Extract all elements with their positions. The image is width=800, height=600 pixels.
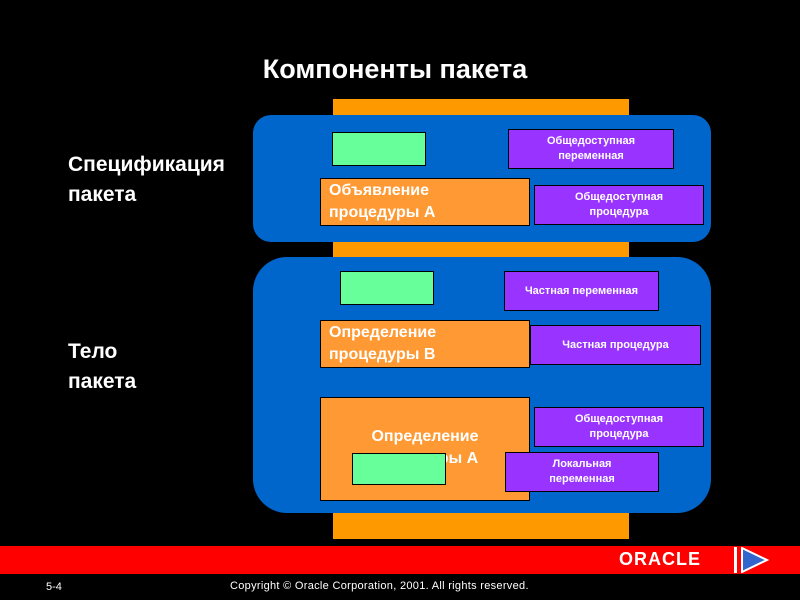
body-public-procedure: Общедоступная процедура — [534, 407, 704, 447]
copyright: Copyright © Oracle Corporation, 2001. Al… — [230, 580, 529, 592]
body-green-block — [340, 271, 434, 305]
slide-number: 5-4 — [46, 581, 62, 593]
body-private-procedure: Частная процедура — [530, 325, 701, 365]
body-inner-green-block — [352, 453, 446, 485]
oracle-logo: ORACLE — [619, 549, 701, 569]
top-bar — [333, 99, 629, 115]
body-procedure-b-definition: Определение процедуры B — [320, 320, 530, 368]
footer-bar — [0, 546, 800, 574]
spec-procedure-a-declaration: Объявление процедуры A — [320, 178, 530, 226]
bottom-bar — [333, 513, 629, 539]
play-arrow-icon — [734, 547, 770, 573]
body-procedure-a-definition: Определение процедуры A — [320, 397, 530, 501]
middle-bar — [333, 242, 629, 257]
body-local-variable: Локальная переменная — [505, 452, 659, 492]
body-private-variable: Частная переменная — [504, 271, 659, 311]
slide-title: Компоненты пакета — [262, 54, 528, 84]
spec-public-procedure: Общедоступная процедура — [534, 185, 704, 225]
spec-label: Спецификация пакета — [68, 153, 225, 206]
spec-public-variable: Общедоступная переменная — [508, 129, 674, 169]
body-label: Тело пакета — [68, 340, 137, 393]
spec-green-block — [332, 132, 426, 166]
